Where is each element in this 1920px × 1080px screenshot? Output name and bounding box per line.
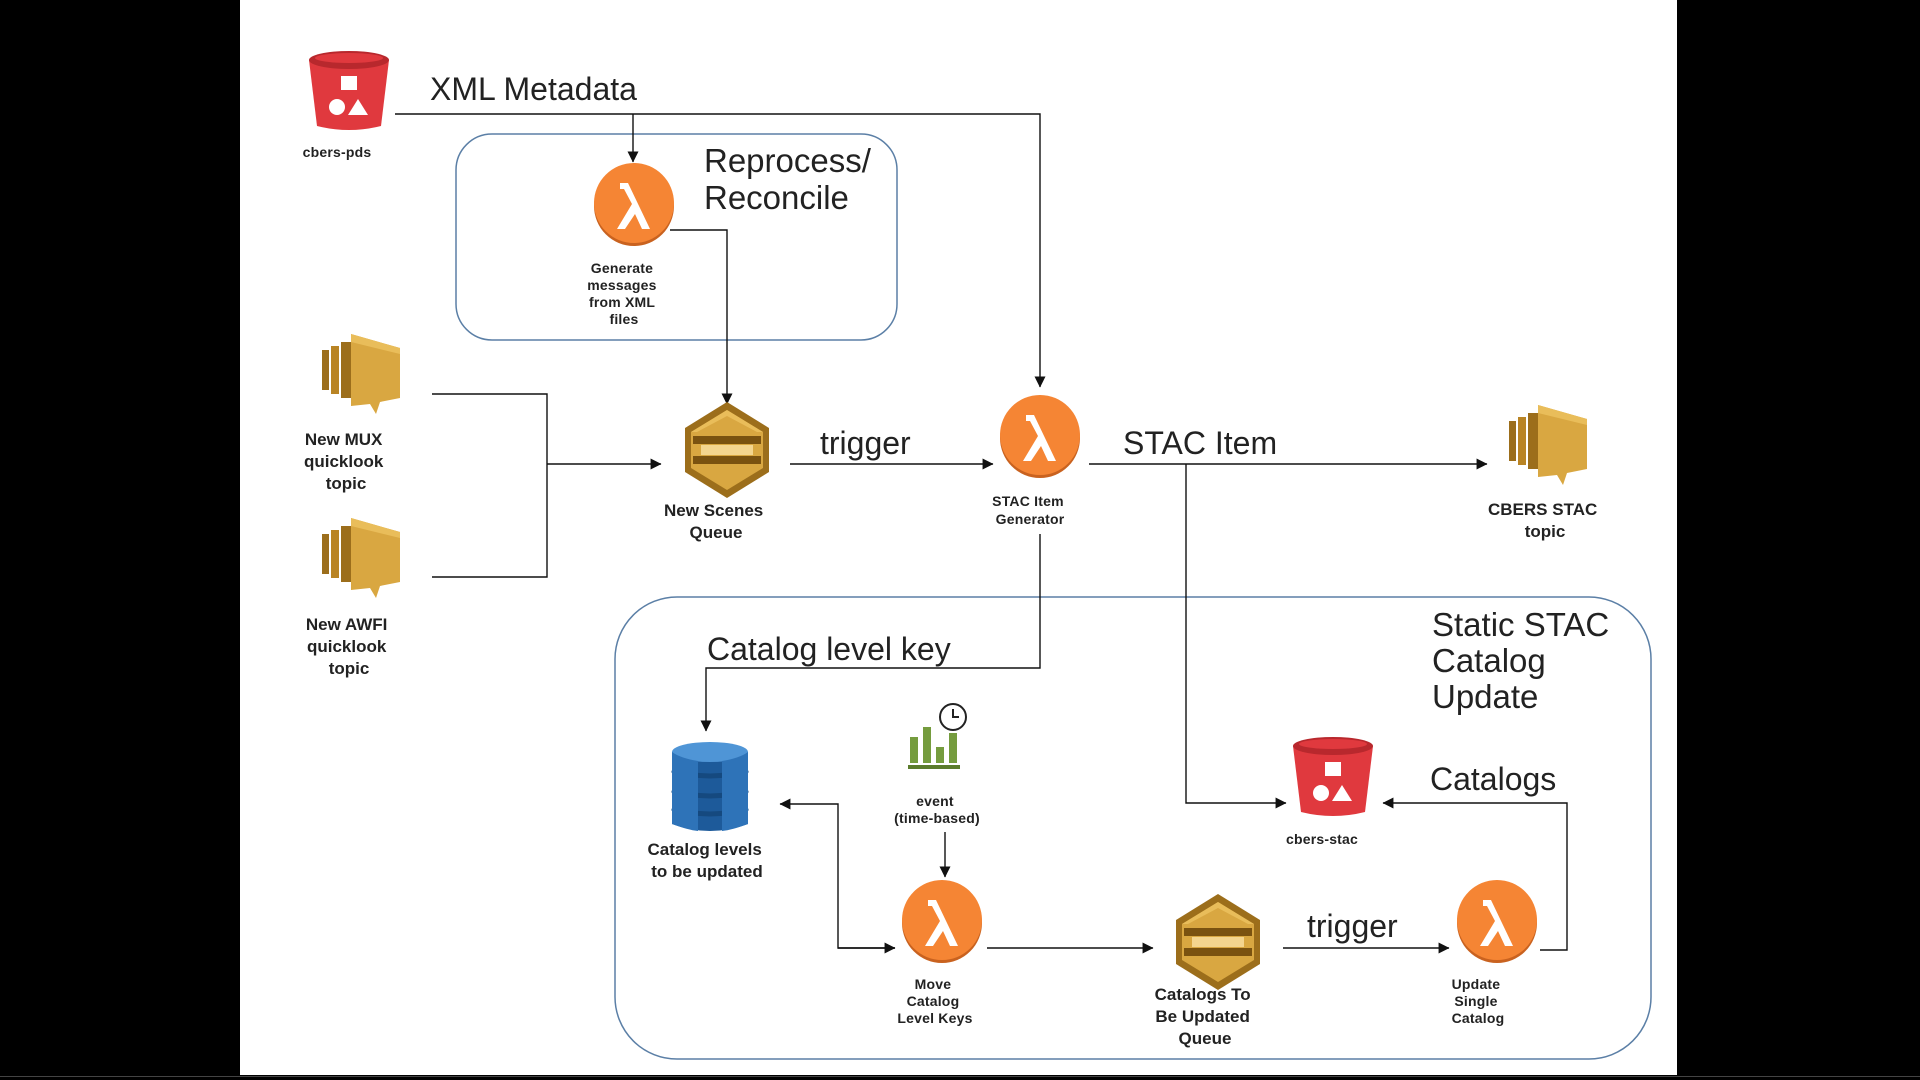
lambda-icon [902,880,982,963]
node-label-event: event (time-based) [894,793,980,826]
sns-topic-icon [322,518,400,598]
edge-item-to-cbers-stac [1185,464,1287,809]
edge-generator-to-dynamo [700,534,1041,732]
edge-label-trigger: trigger [1307,908,1398,944]
edge-label-catalogs: Catalogs [1430,761,1556,797]
dynamodb-table-icon [672,742,748,831]
node-label-catalogs-queue: Catalogs To Be Updated Queue [1155,985,1256,1048]
s3-bucket-icon [309,51,389,130]
edge-label-catalog-level-key: Catalog level key [707,631,951,667]
node-label-cbers-stac-topic: CBERS STAC topic [1488,500,1602,541]
cloudwatch-event-icon [907,703,967,770]
edge-move-to-dynamo [779,798,895,949]
sns-topic-icon [322,334,400,414]
edge-update-to-cbers-stac [1382,797,1568,951]
static-stac-group-box [614,596,1652,1060]
node-label-cbers-pds: cbers-pds [303,144,372,160]
edge-label-xml-metadata: XML Metadata [430,71,637,107]
node-label-mux-topic: New MUX quicklook topic [304,430,388,493]
node-label-stac-item-generator: STAC Item Generator [992,493,1068,527]
edge-generate-to-queue [670,229,733,405]
lambda-icon [594,163,674,246]
node-label-awfi-topic: New AWFI quicklook topic [306,615,392,678]
lambda-icon [1457,880,1537,963]
node-label-catalog-levels: Catalog levels to be updated [647,840,766,881]
sqs-queue-icon [1176,894,1260,990]
reprocess-group-title: Reprocess/ Reconcile [704,142,880,216]
edge-label-trigger: trigger [820,425,911,461]
edge-label-stac-item: STAC Item [1123,425,1277,461]
node-label-cbers-stac: cbers-stac [1286,831,1358,847]
reprocess-group-box [455,133,898,341]
s3-bucket-icon [1293,737,1373,816]
sqs-queue-icon [685,402,769,498]
bottom-border [0,1076,1920,1077]
sns-topic-icon [1509,405,1587,485]
node-label-generate-messages: Generate messages from XML files [587,260,660,327]
edge-xml-to-stac-generator [395,113,1046,388]
node-label-new-scenes-queue: New Scenes Queue [664,501,768,542]
lambda-icon [1000,395,1080,478]
node-label-move-catalog: Move Catalog Level Keys [897,976,972,1026]
static-stac-group-title: Static STAC Catalog Update [1432,606,1618,715]
node-label-update-single: Update Single Catalog [1452,976,1505,1026]
edge-topics-merge [432,393,548,578]
